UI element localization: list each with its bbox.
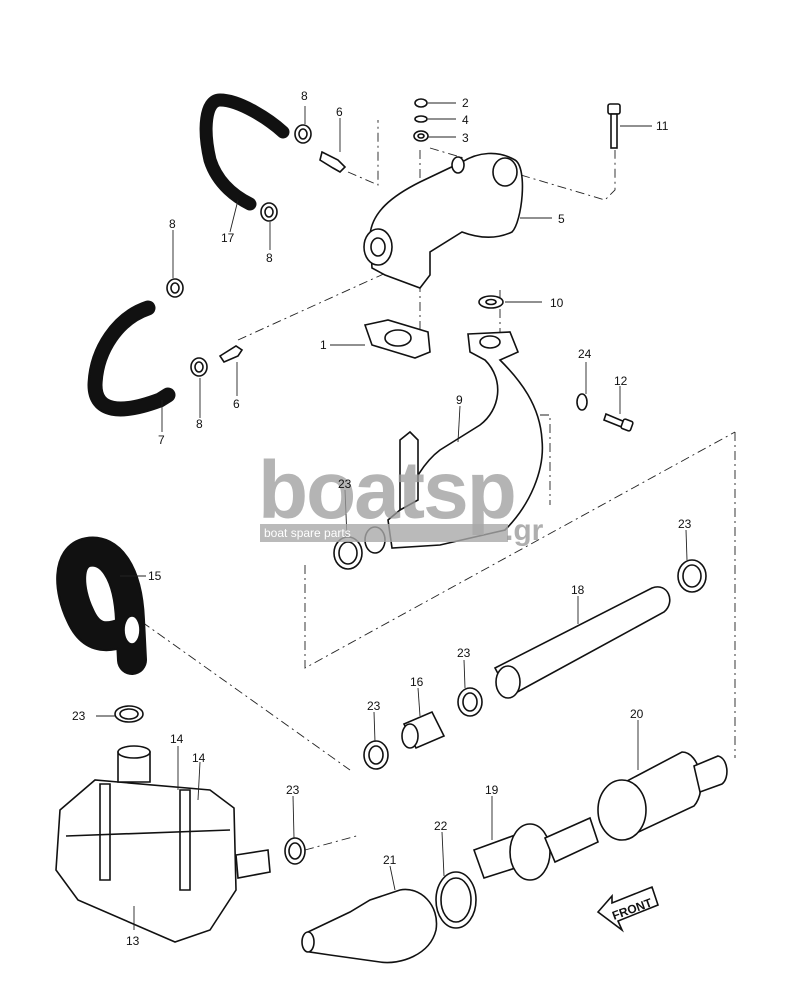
callout-3: 3	[462, 131, 469, 145]
washer-3	[413, 130, 429, 142]
callout-23-e: 23	[367, 699, 381, 713]
watermark-brand: boatsp	[258, 445, 515, 536]
watermark: boatsp boat spare parts .gr	[258, 445, 544, 547]
manifold-5	[363, 152, 524, 289]
clamp-23-a	[333, 536, 363, 570]
callout-14-b: 14	[192, 751, 206, 765]
callout-13: 13	[126, 934, 140, 948]
nut-2	[414, 98, 428, 108]
callout-11: 11	[656, 119, 669, 133]
clamp-8-top	[294, 124, 312, 144]
callout-21: 21	[383, 853, 397, 867]
callout-23-b: 23	[678, 517, 692, 531]
watermark-tagline: boat spare parts	[264, 526, 351, 540]
hose-17	[199, 93, 290, 211]
fitting-6-low	[218, 345, 244, 363]
callout-8-left: 8	[169, 217, 176, 231]
callout-8-top: 8	[301, 89, 308, 103]
callout-8-low: 8	[196, 417, 203, 431]
callout-7: 7	[158, 433, 165, 447]
sleeve-16	[401, 710, 446, 750]
front-arrow: FRONT	[596, 885, 659, 933]
elbow-21	[301, 888, 438, 964]
callout-20: 20	[630, 707, 644, 721]
callout-14-a: 14	[170, 732, 184, 746]
callouts: 1 2 3 4 5 6 6 7 8 8 8 8 9 10 11 12 13 14…	[72, 89, 692, 948]
callout-5: 5	[558, 212, 565, 226]
clamp-8-mid	[260, 202, 278, 222]
callout-23-a: 23	[338, 477, 352, 491]
callout-10: 10	[550, 296, 564, 310]
callout-19: 19	[485, 783, 499, 797]
callout-22: 22	[434, 819, 448, 833]
clamp-22	[435, 871, 477, 929]
callout-23-d: 23	[72, 709, 86, 723]
tube-19	[472, 816, 599, 881]
clamp-23-c	[457, 687, 483, 717]
tube-18	[493, 586, 671, 699]
callout-2: 2	[462, 96, 469, 110]
muffler-13	[55, 745, 271, 943]
clamp-23-b	[677, 559, 707, 593]
clamp-8-left	[166, 278, 184, 298]
callout-16: 16	[410, 675, 424, 689]
gasket-1	[363, 319, 431, 359]
callout-23-f: 23	[286, 783, 300, 797]
washer-10	[478, 295, 504, 309]
callout-18: 18	[571, 583, 585, 597]
callout-12: 12	[614, 374, 628, 388]
watermark-tld: .gr	[505, 514, 544, 547]
pipe-15	[56, 536, 147, 675]
clamp-23-d	[114, 705, 144, 723]
clamp-8-low	[190, 357, 208, 377]
callout-6-top: 6	[336, 105, 343, 119]
washer-24	[576, 393, 588, 411]
fitting-6-top	[319, 150, 347, 173]
callout-24: 24	[578, 347, 592, 361]
callout-9: 9	[456, 393, 463, 407]
callout-15: 15	[148, 569, 162, 583]
washer-4	[414, 115, 428, 123]
hose-7	[87, 300, 176, 417]
watermark-tagline-bar	[260, 524, 508, 542]
callout-1: 1	[320, 338, 327, 352]
bolt-11	[607, 103, 621, 149]
clamp-23-e	[363, 740, 389, 770]
callout-8-mid: 8	[266, 251, 273, 265]
callout-4: 4	[462, 113, 469, 127]
front-arrow-icon	[596, 885, 659, 933]
callout-17: 17	[221, 231, 235, 245]
callout-23-c: 23	[457, 646, 471, 660]
clamp-23-f	[284, 837, 306, 865]
callout-6-low: 6	[233, 397, 240, 411]
chamber-20	[597, 751, 728, 841]
leader-lines	[96, 102, 688, 930]
bolt-12	[603, 412, 634, 432]
